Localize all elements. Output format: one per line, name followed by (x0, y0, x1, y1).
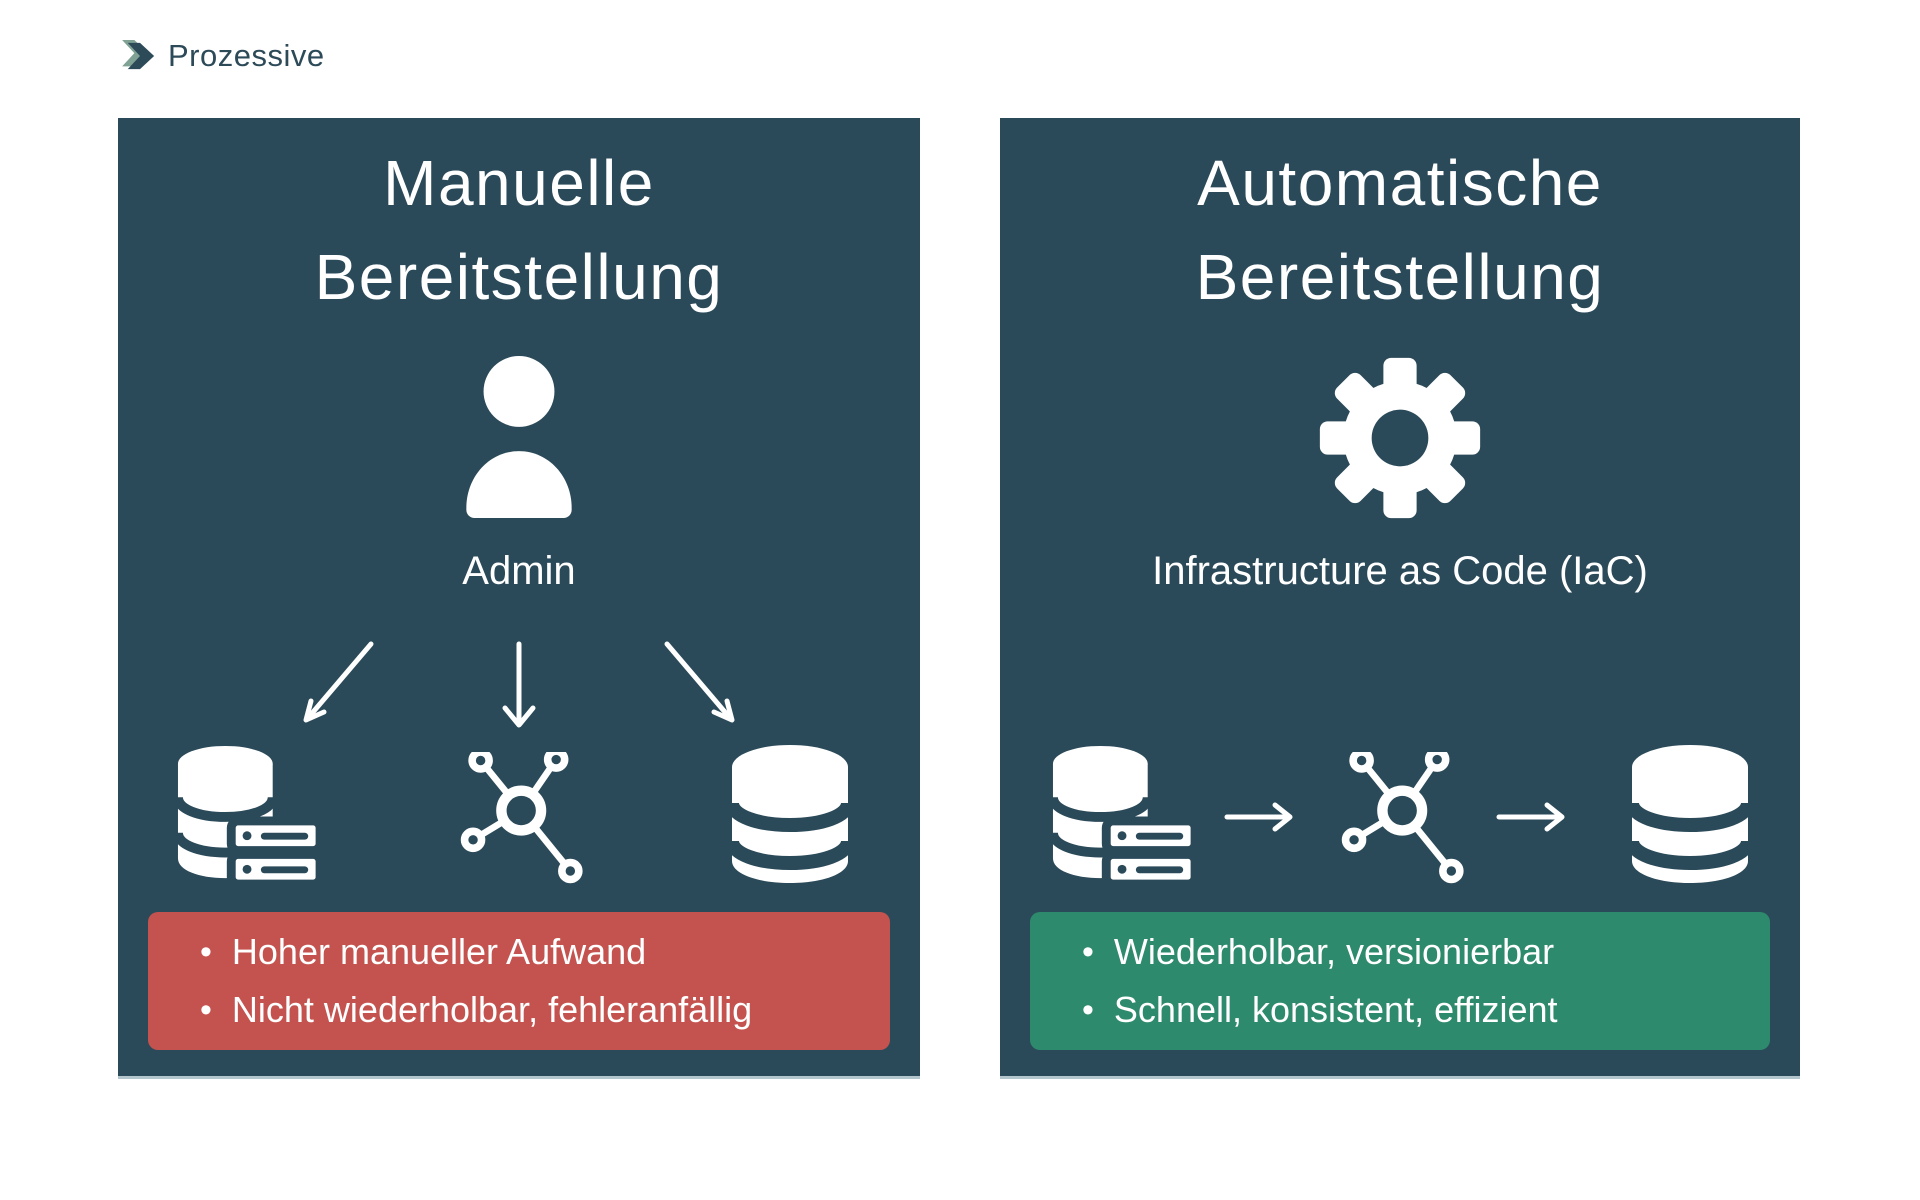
panel-title: Manuelle Bereitstellung (118, 136, 920, 324)
person-icon (453, 356, 585, 523)
fan-arrows (303, 641, 735, 728)
bullet-dot: • (200, 933, 212, 971)
panel-title-line1: Manuelle (383, 147, 655, 219)
logo-text: Prozessive (168, 38, 325, 73)
panel-title-line2: Bereitstellung (1195, 241, 1605, 313)
flow-arrow-icon (1496, 802, 1565, 832)
bullet-dot: • (1082, 933, 1094, 971)
panel-manual: Manuelle Bereitstellung Admin (118, 118, 920, 1079)
database-server-icon (173, 742, 325, 895)
panel-title-line1: Automatische (1197, 147, 1603, 219)
bullet-item: • Hoher manueller Aufwand (200, 930, 890, 974)
gear-icon (1314, 352, 1486, 529)
actor-label: Infrastructure as Code (IaC) (1152, 549, 1648, 593)
chevron-right-icon (122, 40, 158, 72)
network-icon (459, 747, 591, 893)
flow-icon-row (118, 740, 920, 890)
drawbacks-box: • Hoher manueller Aufwand • Nicht wieder… (148, 912, 890, 1050)
bullet-text: Hoher manueller Aufwand (231, 931, 647, 972)
bullet-dot: • (1082, 991, 1094, 1029)
database-icon (1625, 743, 1755, 890)
bullet-text: Nicht wiederholbar, fehleranfällig (231, 989, 753, 1030)
bullet-item: • Wiederholbar, versionierbar (1082, 930, 1770, 974)
bullet-text: Wiederholbar, versionierbar (1113, 931, 1555, 972)
network-icon (1340, 747, 1472, 893)
database-server-icon (1048, 742, 1200, 895)
logo: Prozessive (122, 38, 325, 74)
panel-title: Automatische Bereitstellung (1000, 136, 1800, 324)
bullet-dot: • (200, 991, 212, 1029)
flow-arrow-icon (1224, 802, 1293, 832)
bullet-item: • Nicht wiederholbar, fehleranfällig (200, 988, 890, 1032)
flow-icon-row (1000, 740, 1800, 890)
benefits-box: • Wiederholbar, versionierbar • Schnell,… (1030, 912, 1770, 1050)
panel-automatic: Automatische Bereitstellung (1000, 118, 1800, 1079)
bullet-item: • Schnell, konsistent, effizient (1082, 988, 1770, 1032)
database-icon (725, 743, 855, 890)
bullet-text: Schnell, konsistent, effizient (1113, 989, 1558, 1030)
actor-label: Admin (462, 549, 576, 593)
panel-title-line2: Bereitstellung (314, 241, 724, 313)
